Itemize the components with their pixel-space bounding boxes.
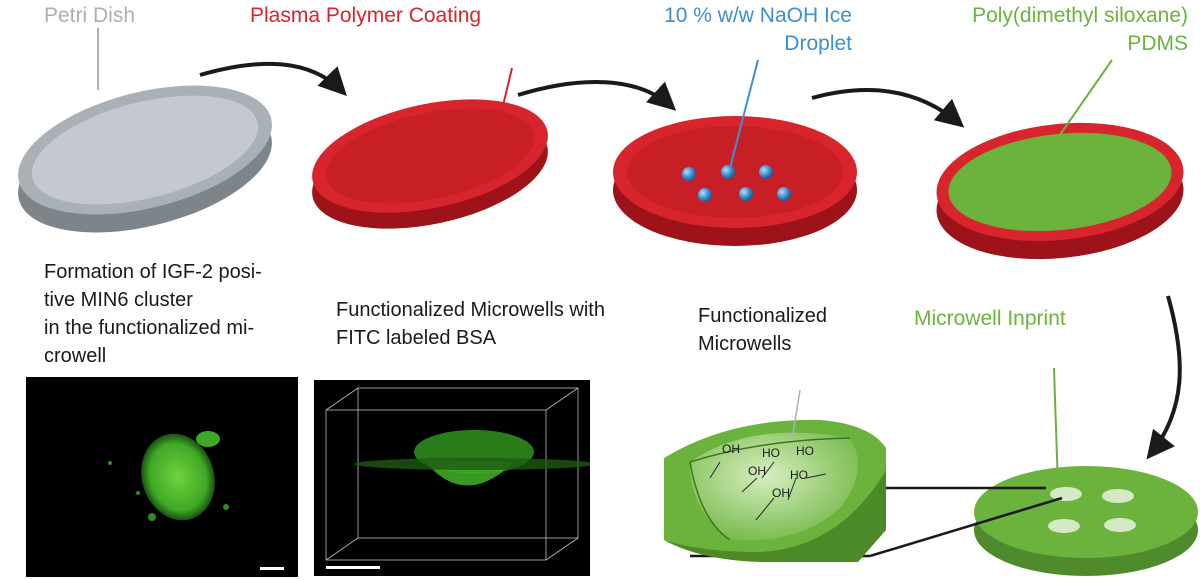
oh-group-2: HO (762, 446, 780, 460)
caption-fitc-line1: Functionalized Microwells with (336, 299, 605, 321)
label-naoh-line2: Droplet (784, 32, 852, 55)
microwell-cross-section (664, 389, 886, 562)
arrow-3 (811, 88, 965, 128)
arrow-4 (1146, 295, 1182, 460)
caption-fitc-line2: FITC labeled BSA (336, 327, 497, 349)
arrow-1 (199, 61, 347, 97)
oh-group-5: HO (790, 468, 808, 482)
cluster-image (108, 431, 284, 570)
label-functionalized-microwells: Functionalized Microwells (698, 302, 827, 358)
caption-fitc-bsa: Functionalized Microwells with FITC labe… (336, 296, 605, 352)
arrow-2 (517, 80, 677, 111)
oh-group-4: OH (748, 464, 766, 478)
fitc-image (325, 387, 590, 569)
caption-igf2-line2: tive MIN6 cluster (44, 289, 193, 311)
plasma-dish-illustration (312, 67, 548, 229)
oh-group-3: HO (796, 444, 814, 458)
label-microwell-inprint: Microwell Inprint (914, 307, 1066, 330)
label-petri-dish: Petri Dish (44, 4, 136, 27)
petri-dish-illustration (18, 28, 272, 233)
oh-group-1: OH (722, 442, 740, 456)
micrograph-fitc-bsa (314, 380, 590, 576)
label-pdms: Poly(dimethyl siloxane) PDMS (920, 2, 1188, 58)
caption-igf2-cluster: Formation of IGF-2 posi- tive MIN6 clust… (44, 258, 262, 370)
label-plasma-coating: Plasma Polymer Coating (250, 4, 482, 27)
oh-group-6: OH (772, 486, 790, 500)
label-naoh-line1: 10 % w/w NaOH Ice (664, 4, 852, 27)
naoh-dish-illustration (613, 59, 857, 246)
label-pdms-line1: Poly(dimethyl siloxane) (972, 4, 1188, 27)
scale-bar (326, 566, 380, 569)
caption-igf2-line4: crowell (44, 345, 107, 367)
caption-igf2-line3: in the functionalized mi- (44, 317, 255, 339)
caption-igf2-line1: Formation of IGF-2 posi- (44, 261, 262, 283)
microwell-inprint-disk (974, 367, 1198, 576)
label-naoh-droplet: 10 % w/w NaOH Ice Droplet (630, 2, 852, 58)
label-pdms-line2: PDMS (1127, 32, 1188, 55)
process-arrows (199, 61, 1182, 460)
pdms-dish-illustration (936, 59, 1184, 260)
label-functionalized-line1: Functionalized (698, 305, 827, 327)
label-functionalized-line2: Microwells (698, 333, 792, 355)
micrograph-min6-cluster (26, 377, 298, 577)
scale-bar (260, 567, 284, 570)
